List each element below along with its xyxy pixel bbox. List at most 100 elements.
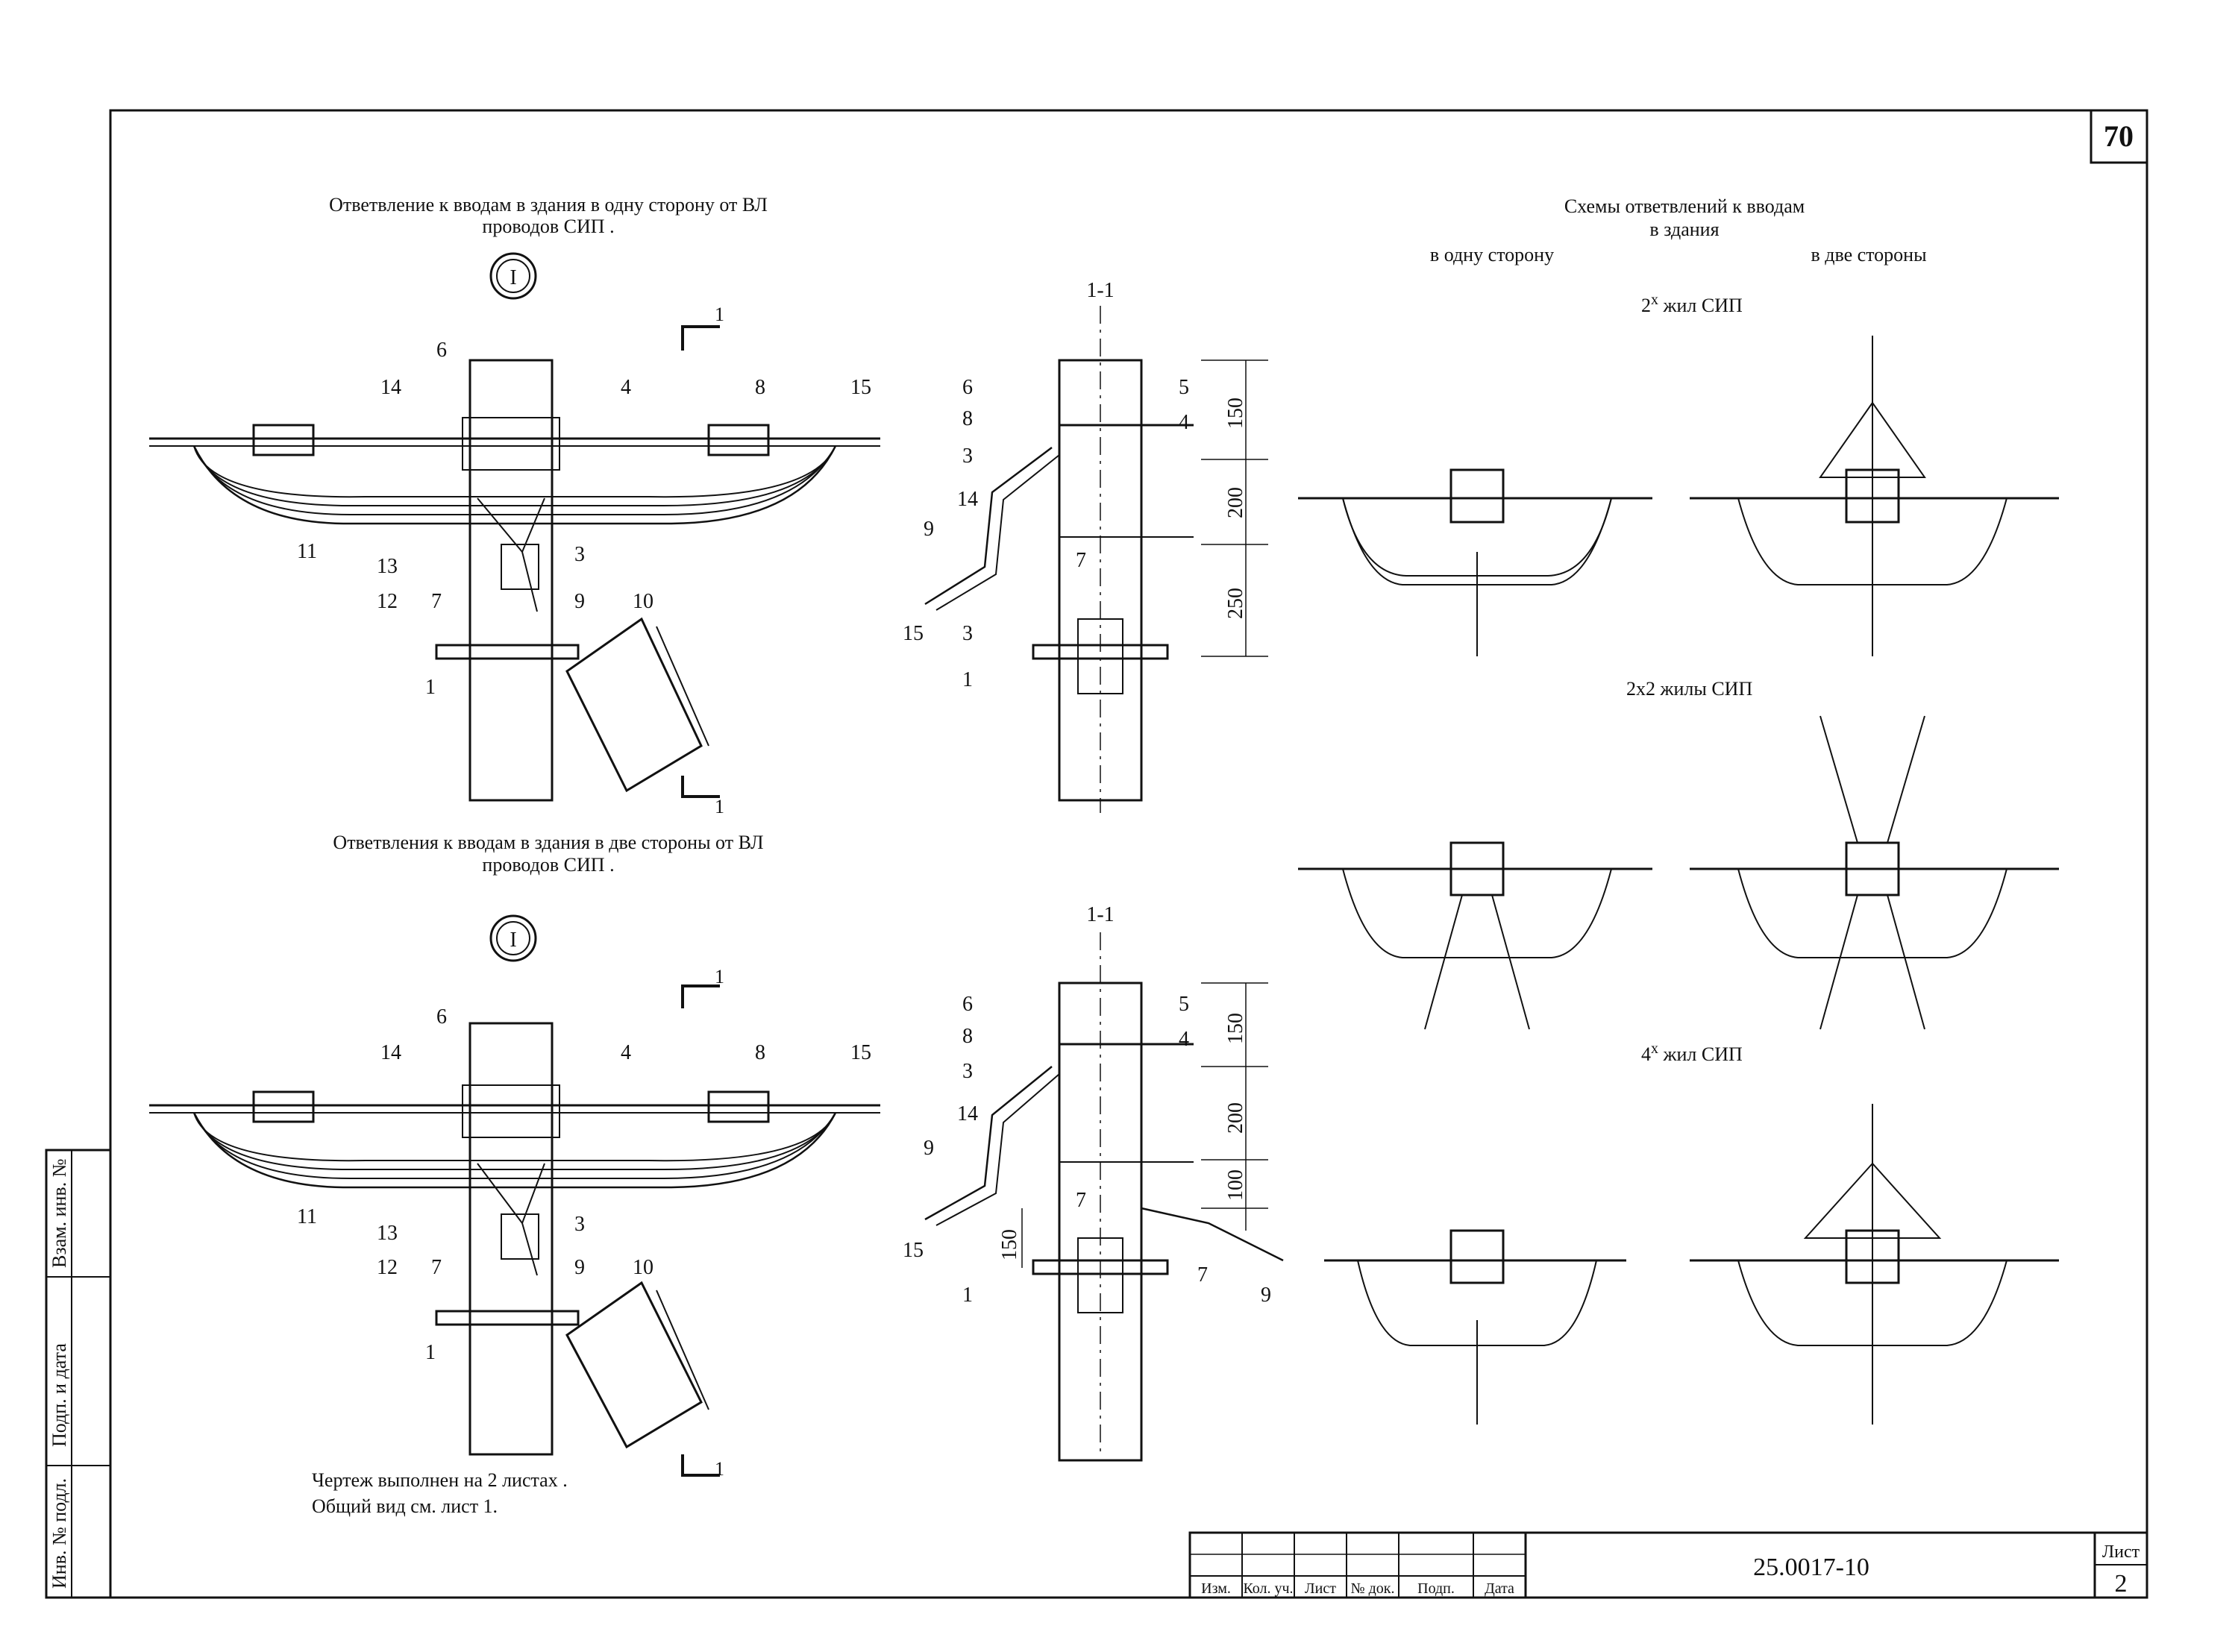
list-label: Лист	[2102, 1542, 2140, 1562]
bottom-view-title-1: Ответвления к вводам в здания в две стор…	[333, 832, 763, 853]
tb-col-izm: Изм.	[1201, 1580, 1231, 1597]
bottom-view-node-marker: I	[489, 914, 537, 962]
bottom-view-cut-mark-lower: 1	[715, 1458, 724, 1480]
side-stamp-inv-podl: Инв. № подл.	[48, 1478, 70, 1589]
scheme-row-1-one-side	[1298, 468, 1652, 656]
callout: 3	[574, 543, 585, 566]
bottom-view-node-mark: I	[510, 929, 516, 952]
side-stamp-podp-data: Подп. и дата	[48, 1343, 70, 1447]
tb-col-data: Дата	[1485, 1580, 1514, 1597]
title-block	[1188, 1531, 2148, 1599]
side-stamp: Инв. № подл. Подп. и дата Взам. инв. №	[48, 1158, 70, 1589]
callout: 5	[1179, 993, 1189, 1016]
schemes-col-one-side: в одну сторону	[1430, 244, 1554, 266]
callout: 7	[1076, 1189, 1086, 1212]
callout: 9	[574, 1256, 585, 1279]
top-section-dim: 200	[1224, 487, 1247, 518]
callout: 15	[903, 622, 924, 645]
bottom-view-drawing	[149, 1022, 880, 1456]
callout: 14	[380, 1041, 401, 1064]
callout: 3	[962, 1060, 973, 1083]
callout: 14	[957, 488, 978, 511]
bottom-section-dimensions: 150 200 100 150	[998, 982, 1268, 1268]
top-section-dim: 250	[1224, 588, 1247, 619]
schemes-col-two-sides: в две стороны	[1811, 244, 1926, 266]
callout: 14	[380, 376, 401, 399]
callout: 6	[962, 993, 973, 1016]
top-view-cut-marks	[681, 325, 720, 798]
callout: 6	[962, 376, 973, 399]
callout: 7	[431, 1256, 442, 1279]
top-section-dim: 150	[1224, 398, 1247, 429]
list-number: 2	[2115, 1570, 2128, 1598]
bottom-view-callouts: 6 14 4 8 15 11 13 12 7 3 9 10 1	[297, 1005, 871, 1364]
callout: 1	[962, 1284, 973, 1307]
callout: 6	[436, 1005, 447, 1028]
callout: 12	[377, 590, 398, 613]
tb-col-doc: № док.	[1351, 1580, 1395, 1597]
scheme-row-3-one-side	[1324, 1229, 1626, 1425]
callout: 3	[962, 445, 973, 468]
callout: 15	[903, 1239, 924, 1262]
callout: 10	[633, 590, 653, 613]
bottom-view-title-2: проводов СИП .	[482, 854, 614, 876]
callout: 13	[377, 555, 398, 578]
callout: 7	[431, 590, 442, 613]
side-stamp-vzam-inv: Взам. инв. №	[48, 1158, 70, 1268]
callout: 3	[962, 622, 973, 645]
scheme-row-2-two-sides	[1690, 715, 2059, 1030]
callout: 7	[1076, 549, 1086, 572]
callout: 11	[297, 540, 317, 563]
callout: 8	[755, 376, 765, 399]
note-line-2: Общий вид см. лист 1.	[312, 1495, 498, 1517]
sheet-frame	[45, 109, 2148, 1599]
top-view-callouts: 6 14 4 8 15 11 13 12 7 9 3 10 1	[297, 339, 871, 699]
callout: 4	[621, 1041, 631, 1064]
bottom-view-cut-marks	[681, 984, 720, 1477]
top-view-drawing	[149, 359, 880, 802]
top-section-drawing	[924, 306, 1194, 813]
bottom-section-dim: 150	[1224, 1013, 1247, 1044]
top-section-dimensions: 150 200 250	[1201, 359, 1268, 657]
callout: 12	[377, 1256, 398, 1279]
callout: 9	[574, 590, 585, 613]
callout: 4	[1179, 411, 1189, 434]
callout: 9	[924, 518, 934, 541]
callout: 9	[924, 1137, 934, 1160]
callout: 15	[850, 376, 871, 399]
schemes-title-1: Схемы ответвлений к вводам	[1564, 195, 1805, 217]
callout: 5	[1179, 376, 1189, 399]
tb-col-list: Лист	[1305, 1580, 1336, 1597]
top-view-title-2: проводов СИП .	[482, 216, 614, 237]
top-section-callouts: 6 5 8 4 3 14 9 7 15 3 1	[903, 376, 1189, 691]
bottom-section-dim: 150	[998, 1229, 1021, 1260]
tb-col-podp: Подп.	[1417, 1580, 1455, 1597]
callout: 9	[1261, 1284, 1271, 1307]
callout: 15	[850, 1041, 871, 1064]
callout: 8	[755, 1041, 765, 1064]
callout: 1	[425, 1341, 436, 1364]
callout: 1	[425, 676, 436, 699]
callout: 8	[962, 407, 973, 430]
bottom-section-dim: 100	[1224, 1169, 1247, 1201]
callout: 14	[957, 1102, 978, 1125]
callout: 7	[1197, 1263, 1208, 1287]
callout: 11	[297, 1205, 317, 1228]
top-view-cut-mark-upper: 1	[715, 304, 724, 325]
callout: 4	[621, 376, 631, 399]
schemes-title-2: в здания	[1649, 219, 1719, 240]
callout: 4	[1179, 1028, 1189, 1051]
note-line-1: Чертеж выполнен на 2 листах .	[312, 1469, 568, 1491]
callout: 3	[574, 1213, 585, 1236]
top-section-label: 1-1	[1086, 279, 1114, 302]
bottom-section-label: 1-1	[1086, 903, 1114, 926]
scheme-row-2-one-side	[1298, 841, 1652, 1030]
bottom-view-cut-mark-upper: 1	[715, 966, 724, 987]
top-view-title-1: Ответвление к вводам в здания в одну сто…	[329, 194, 768, 216]
tb-col-kol: Кол. уч.	[1243, 1580, 1293, 1597]
page-number: 70	[2104, 119, 2134, 153]
bottom-section-dim: 200	[1224, 1102, 1247, 1134]
scheme-row-3-two-sides	[1690, 1104, 2059, 1425]
scheme-row-3-label: 4х жил СИП	[1641, 1040, 1743, 1065]
